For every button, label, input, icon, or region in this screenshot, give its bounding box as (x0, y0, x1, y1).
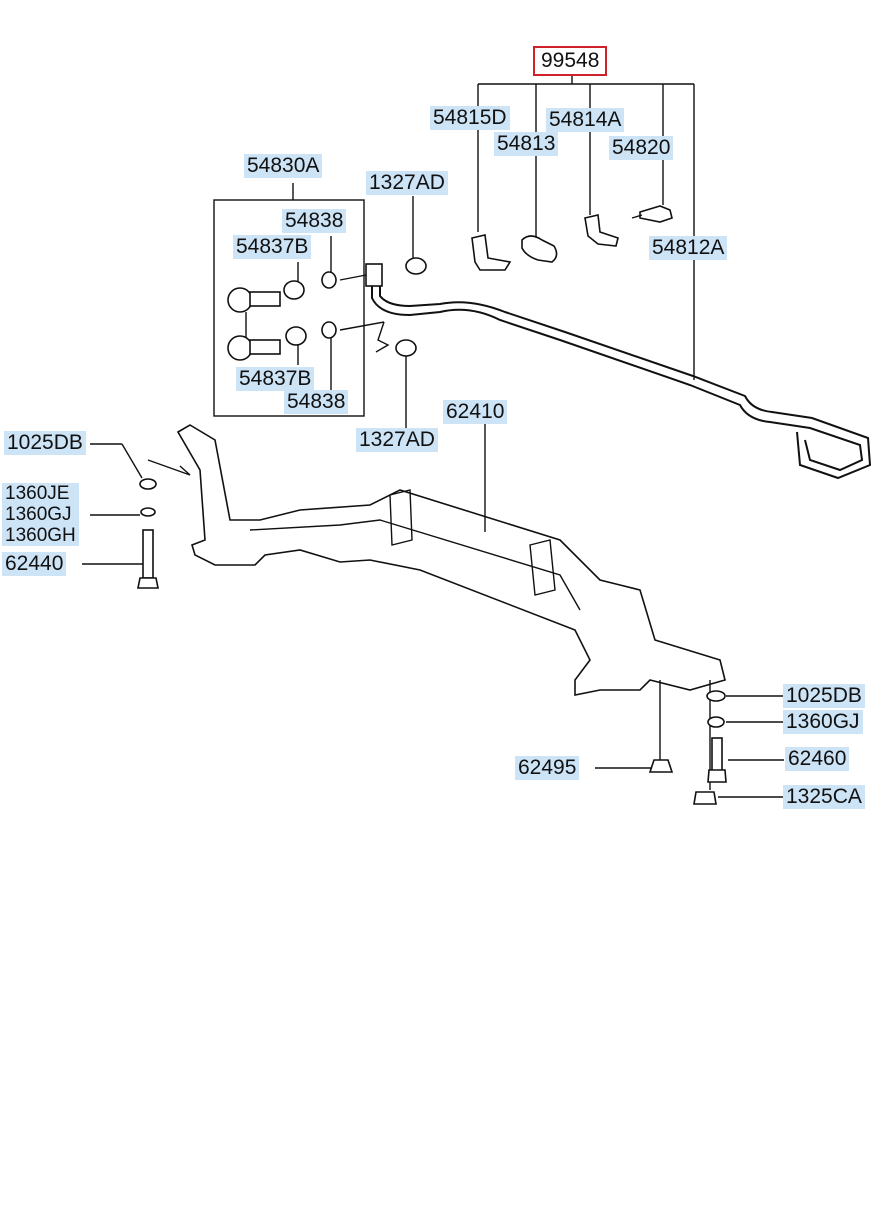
nut-mount-label[interactable]: 62495 (515, 756, 580, 780)
link-assembly-label[interactable]: 54830A (244, 154, 323, 178)
crossmember-label[interactable]: 62410 (443, 400, 508, 424)
cup-bottom-label[interactable]: 54837B (236, 367, 315, 391)
left-mount-hardware (82, 443, 191, 589)
bracket-a-label[interactable]: 54814A (546, 108, 625, 132)
stabilizer-bar-label[interactable]: 54812A (649, 236, 728, 260)
washer-right-label[interactable]: 1025DB (783, 684, 865, 708)
crossmember-drawing (176, 424, 726, 696)
nut-top-label[interactable]: 1327AD (366, 171, 448, 195)
right-mount-hardware (595, 680, 784, 805)
bolt-bar-label[interactable]: 54820 (609, 136, 674, 160)
bushing-link-bottom-label[interactable]: 54838 (284, 390, 349, 414)
cup-top-label[interactable]: 54837B (233, 235, 312, 259)
link-nuts (395, 196, 427, 430)
assembly-label[interactable]: 99548 (533, 46, 608, 76)
bolt-right-label[interactable]: 62460 (785, 747, 850, 771)
stabilizer-bar-drawing (365, 263, 872, 480)
washer-left-label[interactable]: 1025DB (4, 431, 86, 455)
washer-group-left-label[interactable]: 1360JE 1360GJ 1360GH (2, 483, 79, 546)
bracket-clamps (471, 205, 673, 271)
link-parts (227, 236, 390, 396)
link-assembly-box (213, 183, 365, 417)
nut-right-label[interactable]: 1325CA (783, 785, 865, 809)
washer-group-left-item: 1360GJ (5, 504, 72, 525)
washer-group-left-item: 1360GH (5, 525, 76, 546)
bolt-left-label[interactable]: 62440 (2, 552, 67, 576)
washer-right-2-label[interactable]: 1360GJ (783, 710, 863, 734)
nut-bottom-label[interactable]: 1327AD (356, 428, 438, 452)
bushing-link-top-label[interactable]: 54838 (282, 209, 347, 233)
bracket-d-label[interactable]: 54815D (430, 106, 510, 130)
bushing-label[interactable]: 54813 (494, 132, 559, 156)
washer-group-left-item: 1360JE (5, 483, 70, 504)
